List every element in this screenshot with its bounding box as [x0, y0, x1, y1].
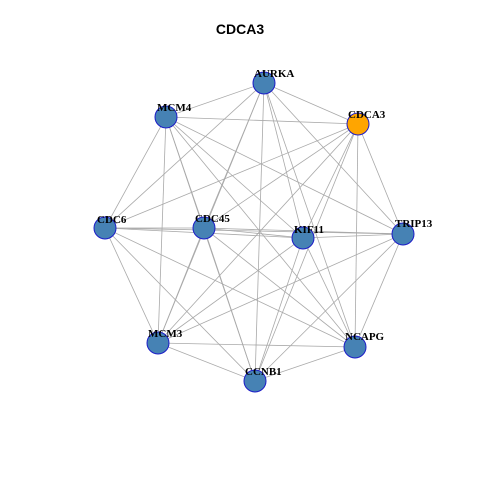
- node-mcm3: [146, 331, 170, 355]
- edge-mcm4-trip13: [165, 116, 404, 235]
- node-label-kif11: KIF11: [294, 224, 324, 236]
- edge-mcm3-ccnb1: [157, 342, 256, 382]
- edge-ccnb1-ncapg: [254, 346, 356, 382]
- edges-layer: [104, 82, 404, 382]
- edge-mcm4-kif11: [165, 116, 304, 239]
- node-label-ncapg: NCAPG: [345, 331, 385, 343]
- edge-cdc6-mcm3: [104, 227, 159, 344]
- edge-cdca3-cdc6: [104, 123, 359, 229]
- node-mcm4: [154, 105, 178, 129]
- node-label-trip13: TRIP13: [395, 218, 433, 230]
- node-label-mcm3: MCM3: [148, 328, 183, 340]
- edge-cdc45-ccnb1: [203, 227, 256, 382]
- edge-mcm4-ncapg: [165, 116, 356, 348]
- node-cdc45: [192, 216, 216, 240]
- edge-cdc6-ccnb1: [104, 227, 256, 382]
- edge-cdc45-ncapg: [203, 227, 356, 348]
- graph-title: CDCA3: [215, 21, 265, 37]
- edge-aurka-cdca3: [263, 82, 359, 125]
- edge-cdca3-kif11: [302, 123, 359, 239]
- edge-aurka-trip13: [263, 82, 404, 235]
- edge-kif11-ccnb1: [254, 237, 304, 382]
- node-aurka: [252, 71, 276, 95]
- node-trip13: [391, 222, 415, 246]
- edge-kif11-trip13: [302, 233, 404, 239]
- edge-mcm3-ncapg: [157, 342, 356, 348]
- node-label-cdca3: CDCA3: [348, 109, 386, 121]
- edge-cdc6-trip13: [104, 227, 404, 235]
- node-label-ccnb1: CCNB1: [245, 366, 282, 378]
- node-label-mcm4: MCM4: [157, 102, 192, 114]
- edge-aurka-ncapg: [263, 82, 356, 348]
- node-ccnb1: [243, 369, 267, 393]
- edge-kif11-mcm3: [157, 237, 304, 344]
- nodes-layer: [93, 71, 415, 393]
- edge-trip13-ccnb1: [254, 233, 404, 382]
- edge-cdca3-ccnb1: [254, 123, 359, 382]
- node-ncapg: [343, 335, 367, 359]
- edge-cdc45-mcm3: [157, 227, 205, 344]
- edge-mcm4-cdc6: [104, 116, 167, 229]
- edge-cdca3-cdc45: [203, 123, 359, 229]
- node-cdc6: [93, 216, 117, 240]
- edge-trip13-mcm3: [157, 233, 404, 344]
- edge-cdca3-trip13: [357, 123, 404, 235]
- edge-aurka-cdc6: [104, 82, 265, 229]
- edge-cdca3-mcm4: [165, 116, 359, 125]
- edge-aurka-mcm4: [165, 82, 265, 118]
- edge-trip13-ncapg: [354, 233, 404, 348]
- node-label-cdc6: CDC6: [97, 214, 127, 226]
- node-label-aurka: AURKA: [254, 68, 294, 80]
- edge-cdc6-ncapg: [104, 227, 356, 348]
- edge-cdc45-kif11: [203, 227, 304, 239]
- edge-aurka-kif11: [263, 82, 304, 239]
- edge-mcm4-mcm3: [157, 116, 167, 344]
- node-label-cdc45: CDC45: [195, 213, 230, 225]
- edge-kif11-ncapg: [302, 237, 356, 348]
- node-kif11: [291, 226, 315, 250]
- node-cdca3: [346, 112, 370, 136]
